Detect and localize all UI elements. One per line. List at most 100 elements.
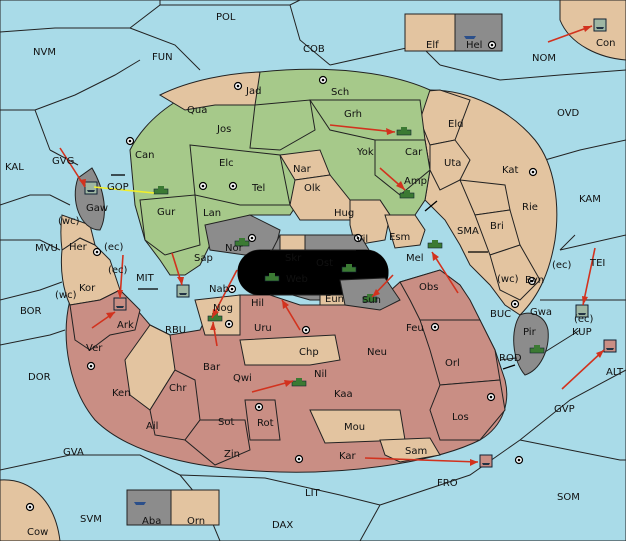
label-mou: Mou bbox=[344, 422, 365, 433]
label-ovd: OVD bbox=[557, 108, 580, 119]
army-unit bbox=[291, 378, 307, 387]
label-nab: Nab bbox=[209, 284, 229, 295]
fleet-unit bbox=[593, 18, 607, 32]
army-unit bbox=[396, 127, 412, 136]
label-ver: Ver bbox=[86, 343, 103, 354]
supply-centers bbox=[25, 40, 538, 512]
label-ost: Ost bbox=[316, 258, 333, 269]
label-buc: BUC bbox=[490, 309, 511, 320]
army-unit bbox=[341, 264, 357, 273]
coast-tag-ec: (ec) bbox=[552, 260, 572, 271]
northern-green-territories bbox=[129, 68, 431, 276]
label-chp: Chp bbox=[299, 347, 319, 358]
label-rot: Rot bbox=[257, 418, 274, 429]
label-kup: KUP bbox=[572, 327, 592, 338]
label-kat: Kat bbox=[502, 165, 519, 176]
label-sam: Sam bbox=[405, 446, 427, 457]
label-kam: KAM bbox=[579, 194, 601, 205]
label-mvu: MVU bbox=[35, 243, 58, 254]
label-byn: Byn bbox=[525, 275, 544, 286]
label-eun: Eun bbox=[325, 294, 344, 305]
label-kar: Kar bbox=[339, 451, 357, 462]
label-uta: Uta bbox=[444, 158, 461, 169]
label-tel: Tel bbox=[251, 183, 265, 194]
fleet-unit bbox=[464, 36, 476, 39]
label-qwi: Qwi bbox=[233, 373, 252, 384]
label-nvm: NVM bbox=[33, 47, 56, 58]
island-hel bbox=[454, 13, 503, 52]
army-unit bbox=[153, 186, 169, 195]
fleet-unit bbox=[113, 297, 127, 311]
label-nar: Nar bbox=[293, 164, 312, 175]
army-unit bbox=[362, 294, 378, 303]
label-rie: Rie bbox=[522, 202, 538, 213]
army-unit bbox=[264, 273, 280, 282]
label-nom: NOM bbox=[532, 53, 556, 64]
label-zin: Zin bbox=[224, 449, 240, 460]
label-nor: Nor bbox=[225, 243, 244, 254]
label-skr: Skr bbox=[285, 253, 302, 264]
fleet-unit bbox=[575, 304, 589, 318]
fleet-unit bbox=[84, 181, 98, 195]
label-eld: Eld bbox=[448, 119, 463, 130]
label-gop: GOP bbox=[107, 182, 129, 193]
coast-tag-ec: (ec) bbox=[108, 265, 128, 276]
label-her: Her bbox=[69, 242, 88, 253]
label-fro: FRO bbox=[437, 478, 458, 489]
label-jad: Jad bbox=[245, 86, 261, 97]
label-neu: Neu bbox=[367, 347, 387, 358]
adjacency-markers bbox=[111, 174, 516, 370]
label-hug: Hug bbox=[334, 208, 354, 219]
label-rod: ROD bbox=[499, 353, 522, 364]
label-sun: Sun bbox=[362, 295, 381, 306]
units bbox=[84, 18, 617, 505]
label-pir: Pir bbox=[523, 327, 537, 338]
label-yok: Yok bbox=[356, 147, 374, 158]
label-dax: DAX bbox=[272, 520, 293, 531]
label-sot: Sot bbox=[218, 417, 234, 428]
label-hel: Hel bbox=[466, 40, 482, 51]
eastern-territories bbox=[399, 89, 558, 441]
label-uru: Uru bbox=[254, 323, 272, 334]
label-gwa: Gwa bbox=[530, 307, 552, 318]
label-feu: Feu bbox=[406, 323, 424, 334]
label-elf: Elf bbox=[426, 40, 439, 51]
label-vil: Vil bbox=[356, 234, 368, 245]
label-bor: BOR bbox=[20, 306, 42, 317]
coast-tag-wc: (wc) bbox=[497, 274, 519, 285]
label-cob: COB bbox=[303, 44, 325, 55]
label-nog: Nog bbox=[213, 303, 233, 314]
fleet-unit bbox=[134, 502, 146, 505]
label-esm: Esm bbox=[389, 232, 410, 243]
label-svm: SVM bbox=[80, 514, 102, 525]
army-unit bbox=[399, 190, 415, 199]
label-aba: Aba bbox=[142, 516, 161, 527]
label-chr: Chr bbox=[169, 383, 187, 394]
label-can: Can bbox=[135, 150, 154, 161]
label-fun: FUN bbox=[152, 52, 173, 63]
fleet-unit bbox=[479, 454, 493, 468]
label-som: SOM bbox=[557, 492, 580, 503]
label-grh: Grh bbox=[344, 109, 362, 120]
label-orl: Orl bbox=[445, 358, 460, 369]
label-mel: Mel bbox=[406, 253, 424, 264]
island-orn bbox=[170, 489, 220, 526]
label-car: Car bbox=[405, 147, 423, 158]
label-los: Los bbox=[452, 412, 469, 423]
label-kal: KAL bbox=[5, 162, 24, 173]
label-gaw: Gaw bbox=[86, 203, 108, 214]
fleet-unit bbox=[176, 284, 190, 298]
label-hil: Hil bbox=[251, 298, 264, 309]
coast-tag-ec: (ec) bbox=[574, 314, 594, 325]
label-con: Con bbox=[596, 38, 615, 49]
fleet-unit bbox=[603, 339, 617, 353]
label-obs: Obs bbox=[419, 282, 438, 293]
central-city bbox=[237, 234, 401, 311]
coast-tag-wc: (wc) bbox=[55, 290, 77, 301]
label-web: Web bbox=[286, 274, 308, 285]
label-lit: LIT bbox=[305, 488, 321, 499]
island-aba bbox=[126, 489, 172, 526]
